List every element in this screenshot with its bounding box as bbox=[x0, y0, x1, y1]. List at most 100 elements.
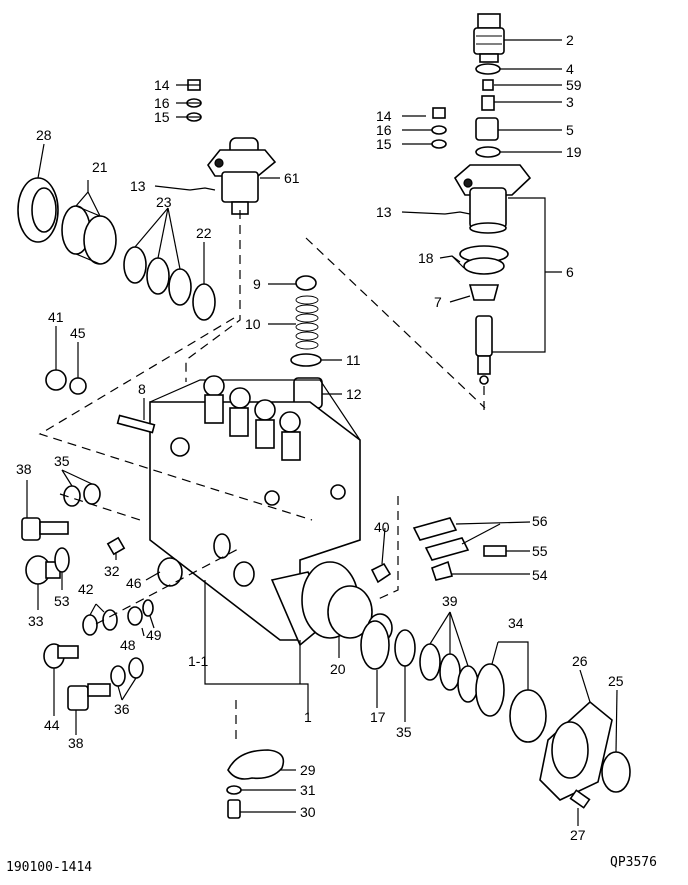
shims-39 bbox=[419, 643, 479, 703]
spring-seat-9 bbox=[295, 275, 317, 291]
barrel-flange-6 bbox=[444, 164, 532, 234]
bolt-55 bbox=[483, 545, 507, 557]
callout-56: 56 bbox=[532, 513, 548, 529]
bearing-21 bbox=[61, 205, 117, 265]
cap-40 bbox=[370, 562, 392, 584]
seat-5 bbox=[475, 117, 499, 141]
callout-30: 30 bbox=[300, 804, 316, 820]
gasket-4 bbox=[475, 63, 501, 75]
plunger-6 bbox=[475, 315, 493, 385]
callout-49: 49 bbox=[146, 627, 162, 643]
delivery-valve-flange-61 bbox=[189, 137, 277, 215]
shim-22 bbox=[192, 283, 216, 321]
bolt-27 bbox=[569, 789, 591, 809]
callout-41: 41 bbox=[48, 309, 64, 325]
callout-35-left: 35 bbox=[54, 453, 70, 469]
callout-59: 59 bbox=[566, 77, 582, 93]
gear-34 bbox=[475, 663, 547, 743]
delivery-valve-holder-2 bbox=[473, 13, 505, 63]
callout-40: 40 bbox=[374, 519, 390, 535]
callout-20: 20 bbox=[330, 661, 346, 677]
oil-seal-25 bbox=[601, 751, 631, 793]
callout-5: 5 bbox=[566, 122, 574, 138]
bolt-44 bbox=[43, 643, 79, 669]
assembly-lines bbox=[38, 210, 486, 745]
lever-54 bbox=[430, 560, 453, 581]
nut-14b bbox=[432, 107, 446, 119]
callout-18: 18 bbox=[418, 250, 434, 266]
callout-53: 53 bbox=[54, 593, 70, 609]
cover-26 bbox=[539, 700, 613, 801]
callout-13-right: 13 bbox=[376, 204, 392, 220]
callout-14-right: 14 bbox=[376, 108, 392, 124]
spring-seat-7 bbox=[468, 284, 500, 301]
callout-38-top: 38 bbox=[16, 461, 32, 477]
callout-9: 9 bbox=[253, 276, 261, 292]
washer-15b bbox=[431, 139, 447, 149]
washer-49 bbox=[142, 599, 154, 617]
washer-48 bbox=[127, 606, 143, 626]
plug-41 bbox=[45, 369, 67, 391]
callout-15-left: 15 bbox=[154, 109, 170, 125]
seal-ring-18 bbox=[459, 245, 509, 275]
callout-26: 26 bbox=[572, 653, 588, 669]
spring-seat-11 bbox=[290, 353, 322, 367]
callout-61: 61 bbox=[284, 170, 300, 186]
screw-32 bbox=[106, 536, 126, 556]
callout-2: 2 bbox=[566, 32, 574, 48]
callout-15-right: 15 bbox=[376, 136, 392, 152]
callout-3: 3 bbox=[566, 94, 574, 110]
bracket-56 bbox=[412, 517, 470, 561]
callout-6: 6 bbox=[566, 264, 574, 280]
leader-lines bbox=[26, 39, 618, 826]
callout-31: 31 bbox=[300, 782, 316, 798]
washers-36b bbox=[110, 657, 144, 687]
callout-11: 11 bbox=[346, 352, 361, 368]
bolt-30 bbox=[227, 799, 241, 819]
callout-1-1: 1-1 bbox=[188, 653, 208, 669]
ring-1-1b bbox=[233, 561, 255, 587]
drive-shaft-20 bbox=[301, 561, 393, 643]
banjo-bolt-38b bbox=[67, 683, 111, 711]
callout-4: 4 bbox=[566, 61, 574, 77]
callout-29: 29 bbox=[300, 762, 316, 778]
valve-3 bbox=[481, 95, 495, 111]
washer-53 bbox=[54, 547, 70, 573]
washers-35a bbox=[63, 483, 101, 507]
ring-1-1a bbox=[213, 533, 231, 559]
callout-14-left: 14 bbox=[154, 77, 170, 93]
callout-25: 25 bbox=[608, 673, 624, 689]
callout-16-right: 16 bbox=[376, 122, 392, 138]
washer-19 bbox=[475, 146, 501, 158]
callout-23: 23 bbox=[156, 194, 172, 210]
callout-8: 8 bbox=[138, 381, 146, 397]
callout-labels: 2 4 59 3 5 19 14 16 15 61 13 14 16 15 13… bbox=[16, 32, 624, 843]
drawing-code-right: QP3576 bbox=[610, 855, 657, 870]
callout-39: 39 bbox=[442, 593, 458, 609]
callout-13-left: 13 bbox=[130, 178, 146, 194]
callout-34: 34 bbox=[508, 615, 524, 631]
gasket-17 bbox=[360, 620, 390, 670]
washer-31 bbox=[226, 785, 242, 795]
callout-46: 46 bbox=[126, 575, 142, 591]
callout-32: 32 bbox=[104, 563, 120, 579]
callout-54: 54 bbox=[532, 567, 548, 583]
callout-10: 10 bbox=[245, 316, 261, 332]
callout-33: 33 bbox=[28, 613, 44, 629]
callout-36-bottom: 36 bbox=[114, 701, 130, 717]
oil-seal-28 bbox=[17, 177, 59, 243]
callout-7: 7 bbox=[434, 294, 442, 310]
callout-44: 44 bbox=[44, 717, 60, 733]
callout-35-right: 35 bbox=[396, 724, 412, 740]
callout-1: 1 bbox=[304, 709, 312, 725]
washer-16b bbox=[431, 125, 447, 135]
callout-19: 19 bbox=[566, 144, 582, 160]
callout-45: 45 bbox=[70, 325, 86, 341]
callout-12: 12 bbox=[346, 386, 362, 402]
spring-59 bbox=[482, 79, 494, 91]
drawing-code-left: 190100-1414 bbox=[6, 860, 92, 875]
callout-17: 17 bbox=[370, 709, 386, 725]
ring-46 bbox=[157, 557, 183, 587]
bracket-8 bbox=[116, 414, 156, 434]
